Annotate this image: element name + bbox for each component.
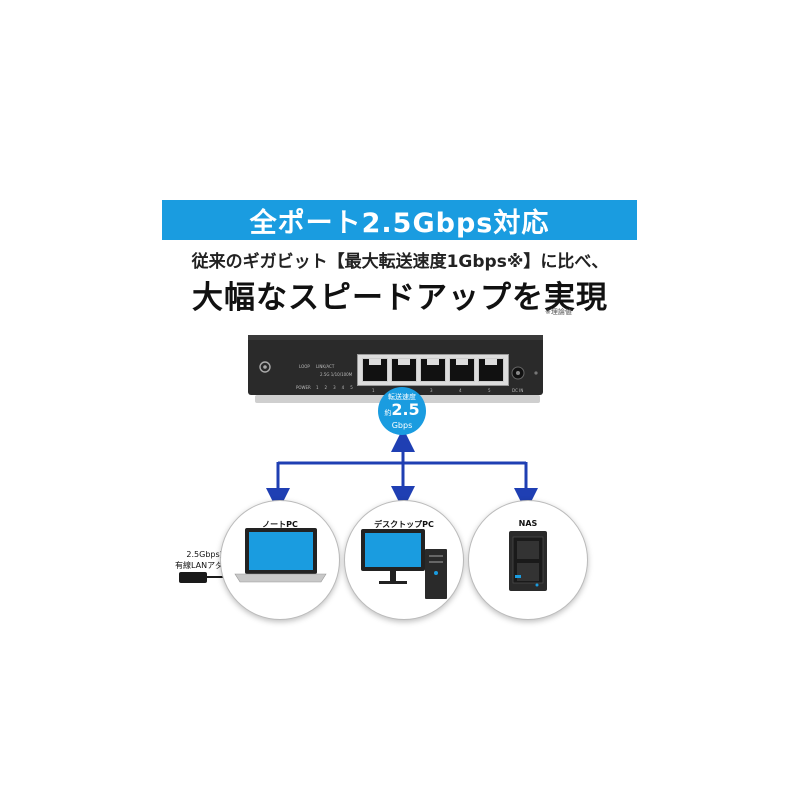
adapter-label-line-2: 有線LANアダプター bbox=[175, 561, 248, 570]
port-number: 1 bbox=[372, 388, 375, 393]
nas-device-icon bbox=[509, 531, 547, 591]
ethernet-port-icon bbox=[362, 358, 388, 382]
link-act-label: LINK/ACT bbox=[316, 364, 335, 369]
notebook-circle: ノートPC bbox=[220, 500, 340, 620]
led-number-row: 1 2 3 4 5 bbox=[316, 385, 353, 390]
led-number: 1 bbox=[316, 385, 319, 390]
nas-circle: NAS bbox=[468, 500, 588, 620]
adapter-label-line-1: 2.5Gbps対応 bbox=[186, 550, 236, 559]
ethernet-port-icon bbox=[449, 358, 475, 382]
led-number: 3 bbox=[333, 385, 336, 390]
adapter-label: 2.5Gbps対応 有線LANアダプター bbox=[175, 549, 247, 571]
power-label: POWER bbox=[296, 385, 311, 390]
badge-value-row: 約2.5 bbox=[378, 402, 426, 421]
ethernet-port-icon bbox=[391, 358, 417, 382]
notebook-pc-icon bbox=[234, 528, 327, 583]
subtitle-line-2: 大幅なスピードアップを実現 bbox=[192, 280, 608, 316]
port-number: 3 bbox=[430, 388, 433, 393]
power-logo-icon bbox=[259, 361, 271, 373]
desktop-pc-icon bbox=[361, 529, 447, 599]
loop-label: LOOP bbox=[299, 364, 310, 369]
dc-in-label: DC IN bbox=[512, 388, 524, 393]
led-number: 5 bbox=[350, 385, 353, 390]
ethernet-port-icon bbox=[478, 358, 504, 382]
desktop-circle: デスクトップPC bbox=[344, 500, 464, 620]
footnote: ※理論値 bbox=[545, 308, 572, 316]
ethernet-port-group bbox=[357, 354, 509, 386]
led-number: 2 bbox=[324, 385, 328, 390]
speed-badge: 転送速度 約2.5 Gbps bbox=[378, 387, 426, 435]
subtitle-line-1: 従来のギガビット【最大転送速度1Gbps※】に比べ、 bbox=[191, 252, 609, 272]
ethernet-port-icon bbox=[420, 358, 446, 382]
headline-banner: 全ポート2.5Gbps対応 bbox=[162, 200, 637, 240]
badge-value: 2.5 bbox=[391, 400, 420, 419]
led-number: 4 bbox=[341, 385, 345, 390]
port-number: 5 bbox=[488, 388, 491, 393]
notebook-label: ノートPC bbox=[262, 520, 298, 529]
port-number: 4 bbox=[459, 388, 462, 393]
badge-prefix: 約 bbox=[384, 409, 392, 417]
badge-label: 転送速度 bbox=[388, 393, 416, 401]
desktop-label: デスクトップPC bbox=[374, 520, 434, 529]
badge-unit: Gbps bbox=[391, 421, 413, 430]
nas-label: NAS bbox=[518, 519, 538, 528]
banner-text: 全ポート2.5Gbps対応 bbox=[249, 207, 550, 239]
speed-label: 2.5G 1/10/100M bbox=[320, 372, 353, 377]
